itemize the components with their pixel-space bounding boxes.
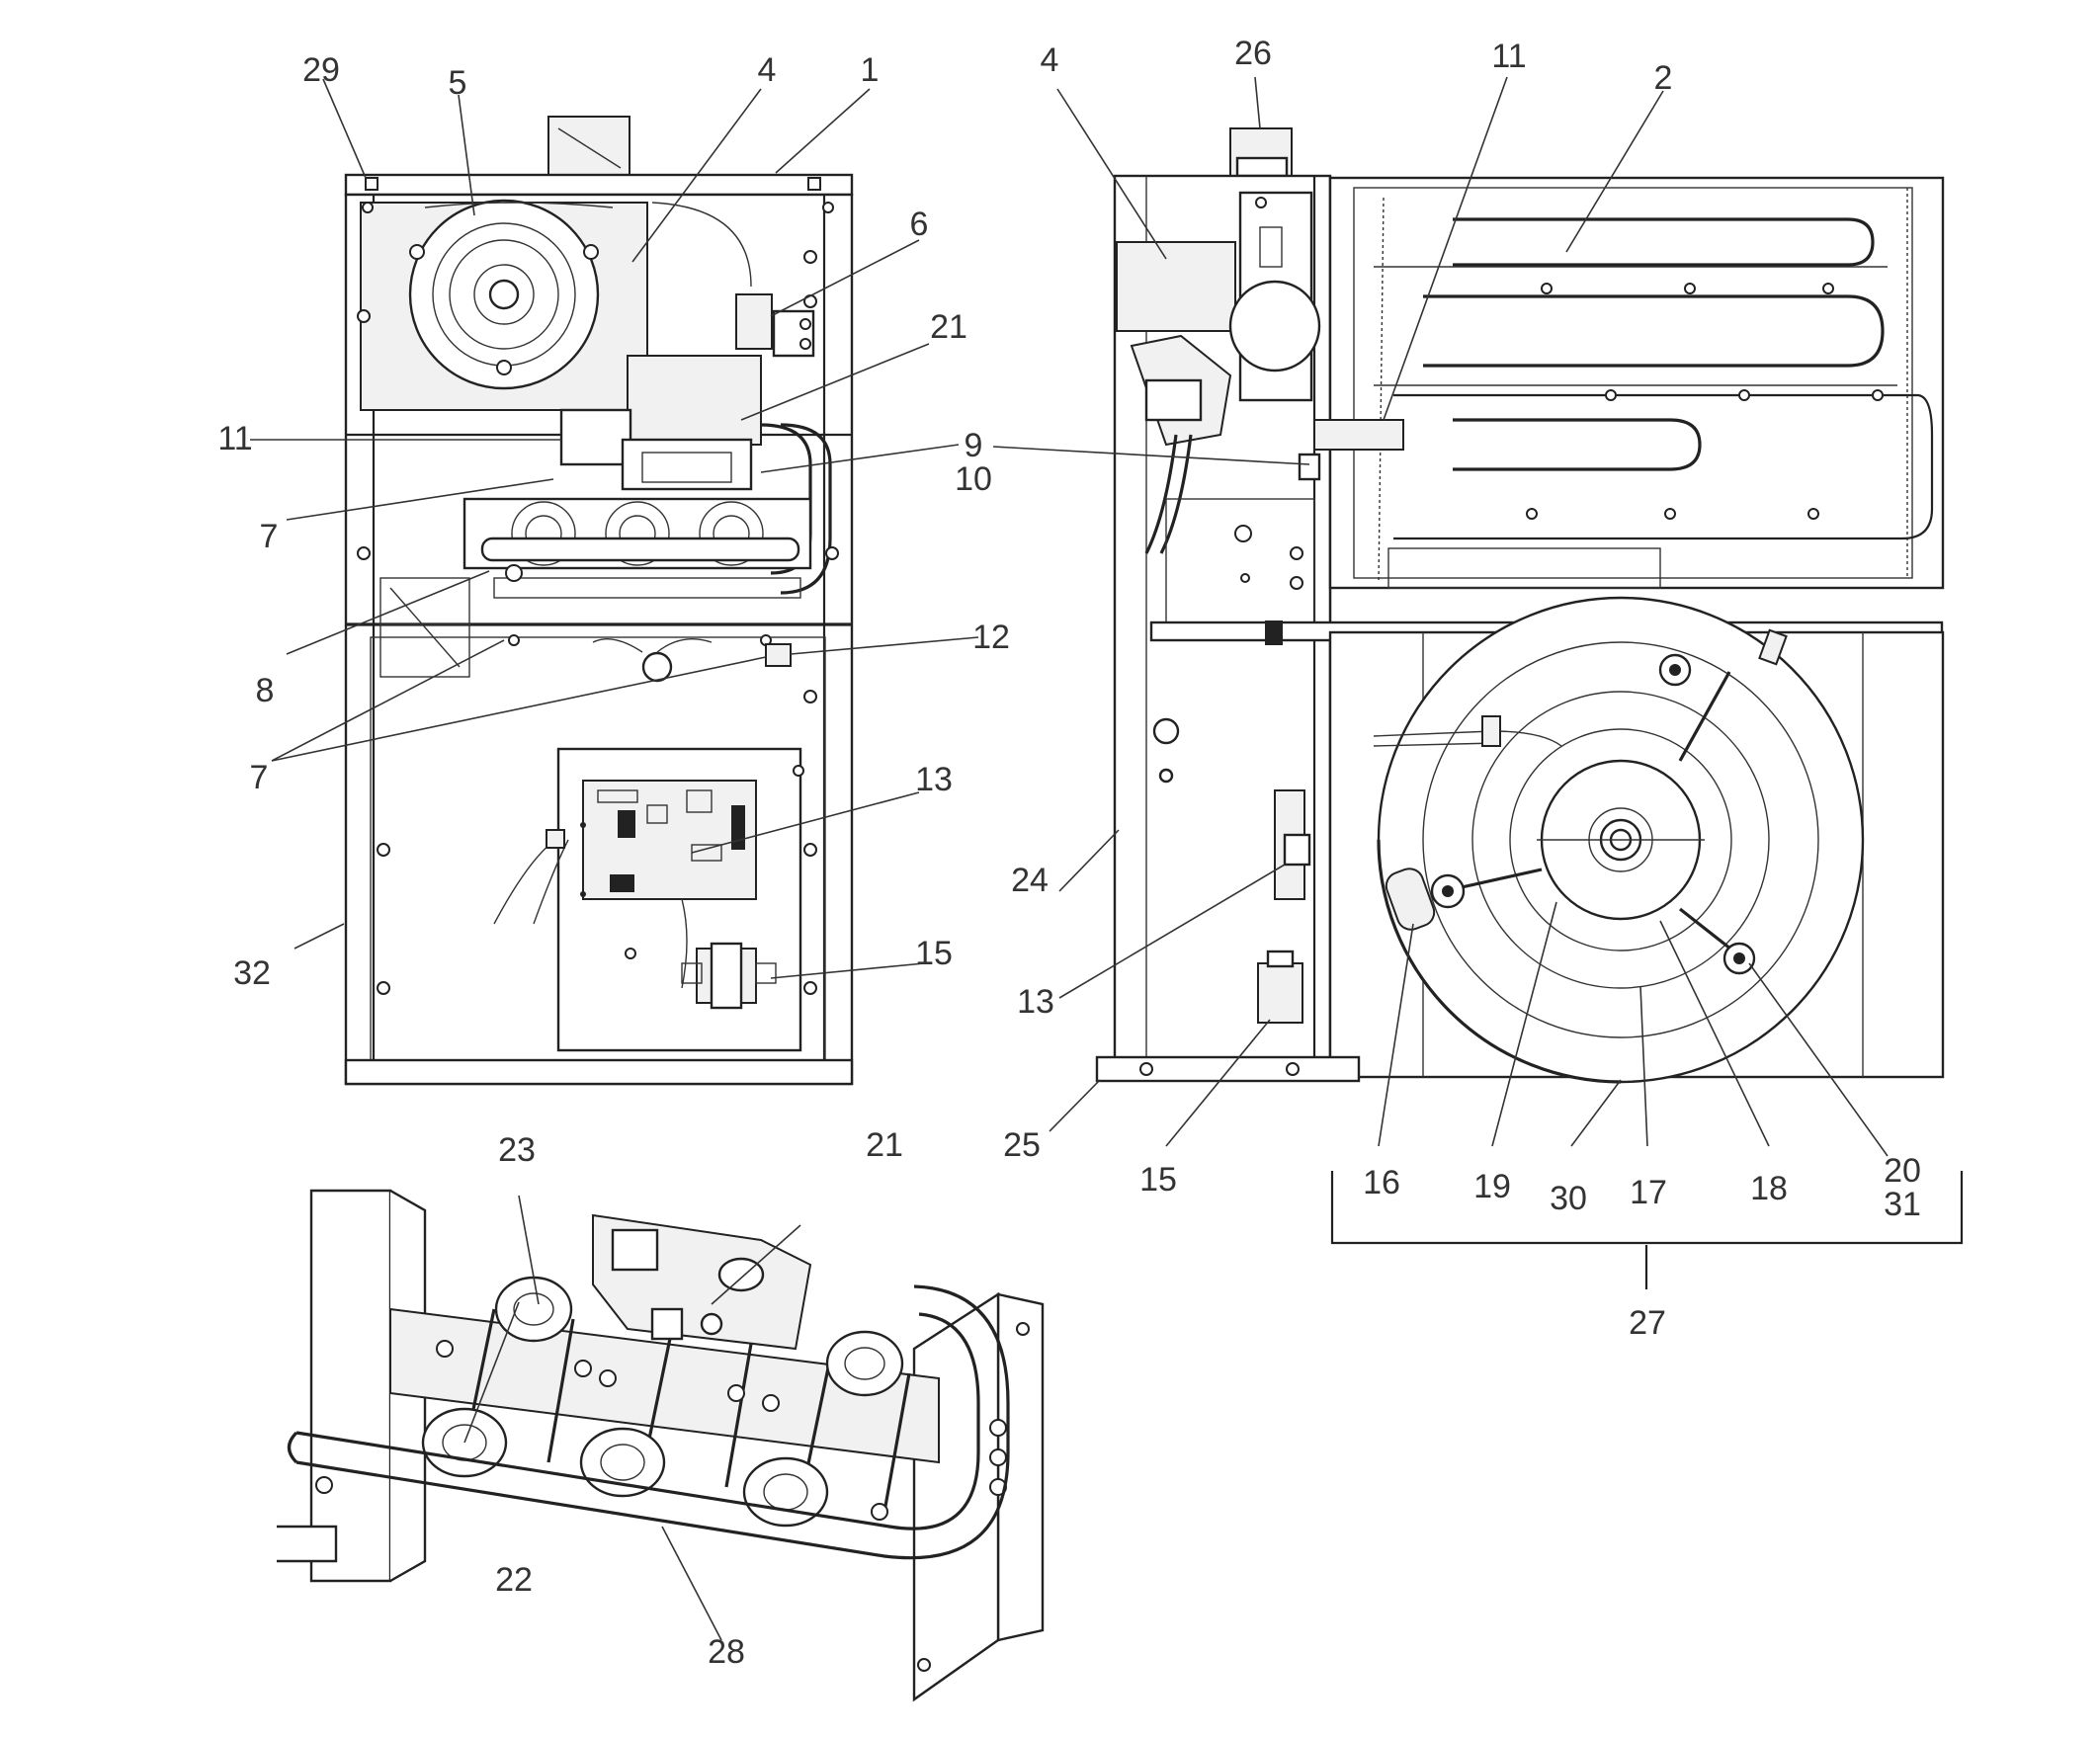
- heat-exchanger: [1328, 176, 1945, 590]
- callout-28: 28: [708, 1633, 745, 1671]
- side-inducer: [1116, 191, 1321, 402]
- callout-11-side: 11: [1491, 38, 1526, 75]
- callout-18: 18: [1750, 1170, 1788, 1207]
- callout-6: 6: [910, 206, 929, 243]
- callout-5: 5: [449, 64, 467, 102]
- gas-valve-assembly: [559, 355, 832, 595]
- burner-assembly-detail: [277, 1189, 1045, 1702]
- side-gas-valve: [1130, 334, 1232, 554]
- front-top-cap: [344, 173, 854, 197]
- blower-assembly-bracket: [1330, 1171, 1964, 1245]
- inducer-blower: [360, 199, 752, 411]
- front-flue-outlet: [547, 116, 630, 177]
- front-view: [344, 116, 854, 1086]
- front-upper-screws: [357, 202, 839, 560]
- callout-13-front: 13: [915, 761, 953, 798]
- gas-manifold: [295, 1312, 980, 1530]
- callout-16: 16: [1363, 1164, 1400, 1201]
- callout-7-lower: 7: [250, 759, 269, 796]
- callout-24: 24: [1011, 862, 1049, 899]
- side-view: [1095, 127, 1964, 1289]
- callout-4-front: 4: [758, 51, 777, 89]
- callout-20: 20: [1884, 1152, 1921, 1190]
- callout-12: 12: [972, 619, 1010, 656]
- callout-10: 10: [955, 460, 992, 498]
- callout-15-front: 15: [915, 935, 953, 972]
- callout-9: 9: [965, 427, 983, 464]
- blower-assembly: [1373, 596, 1865, 1084]
- side-transformer: [1257, 962, 1303, 1024]
- rollout-switch: [765, 643, 792, 667]
- callout-7-upper: 7: [260, 518, 279, 555]
- callout-32: 32: [233, 954, 271, 992]
- callout-25: 25: [1003, 1126, 1041, 1164]
- callout-2: 2: [1654, 59, 1673, 97]
- callout-31: 31: [1884, 1186, 1921, 1223]
- pressure-switch: [735, 293, 773, 350]
- leader-lines: [250, 76, 1889, 1641]
- callout-8: 8: [256, 672, 275, 709]
- callout-1: 1: [861, 51, 880, 89]
- front-transformer: [681, 942, 777, 1010]
- front-base: [344, 1058, 854, 1086]
- detail-gas-valve: [592, 1213, 812, 1351]
- callout-4-side: 4: [1041, 41, 1059, 79]
- callout-23: 23: [498, 1131, 536, 1169]
- callout-11-front: 11: [217, 420, 252, 457]
- control-board-panel: [556, 747, 817, 1052]
- front-sight-window: [379, 577, 470, 678]
- callout-22: 22: [495, 1561, 533, 1599]
- callout-19: 19: [1473, 1168, 1511, 1205]
- callout-17: 17: [1630, 1174, 1667, 1211]
- callout-29: 29: [302, 51, 340, 89]
- callout-labels: 29 5 4 1 6 21 11 9 10 7 8 12 7 13 15 32 …: [217, 35, 1921, 1671]
- callout-15-side: 15: [1139, 1161, 1177, 1199]
- callout-21-front: 21: [930, 308, 967, 346]
- callout-13-side: 13: [1017, 983, 1054, 1021]
- callout-30: 30: [1550, 1180, 1587, 1217]
- callout-21-detail: 21: [866, 1126, 903, 1164]
- callout-26: 26: [1234, 35, 1272, 72]
- front-lower-screws: [377, 690, 817, 995]
- front-burner-row: [462, 497, 812, 599]
- side-bottom-plate: [1095, 1055, 1361, 1083]
- callout-27: 27: [1629, 1304, 1666, 1342]
